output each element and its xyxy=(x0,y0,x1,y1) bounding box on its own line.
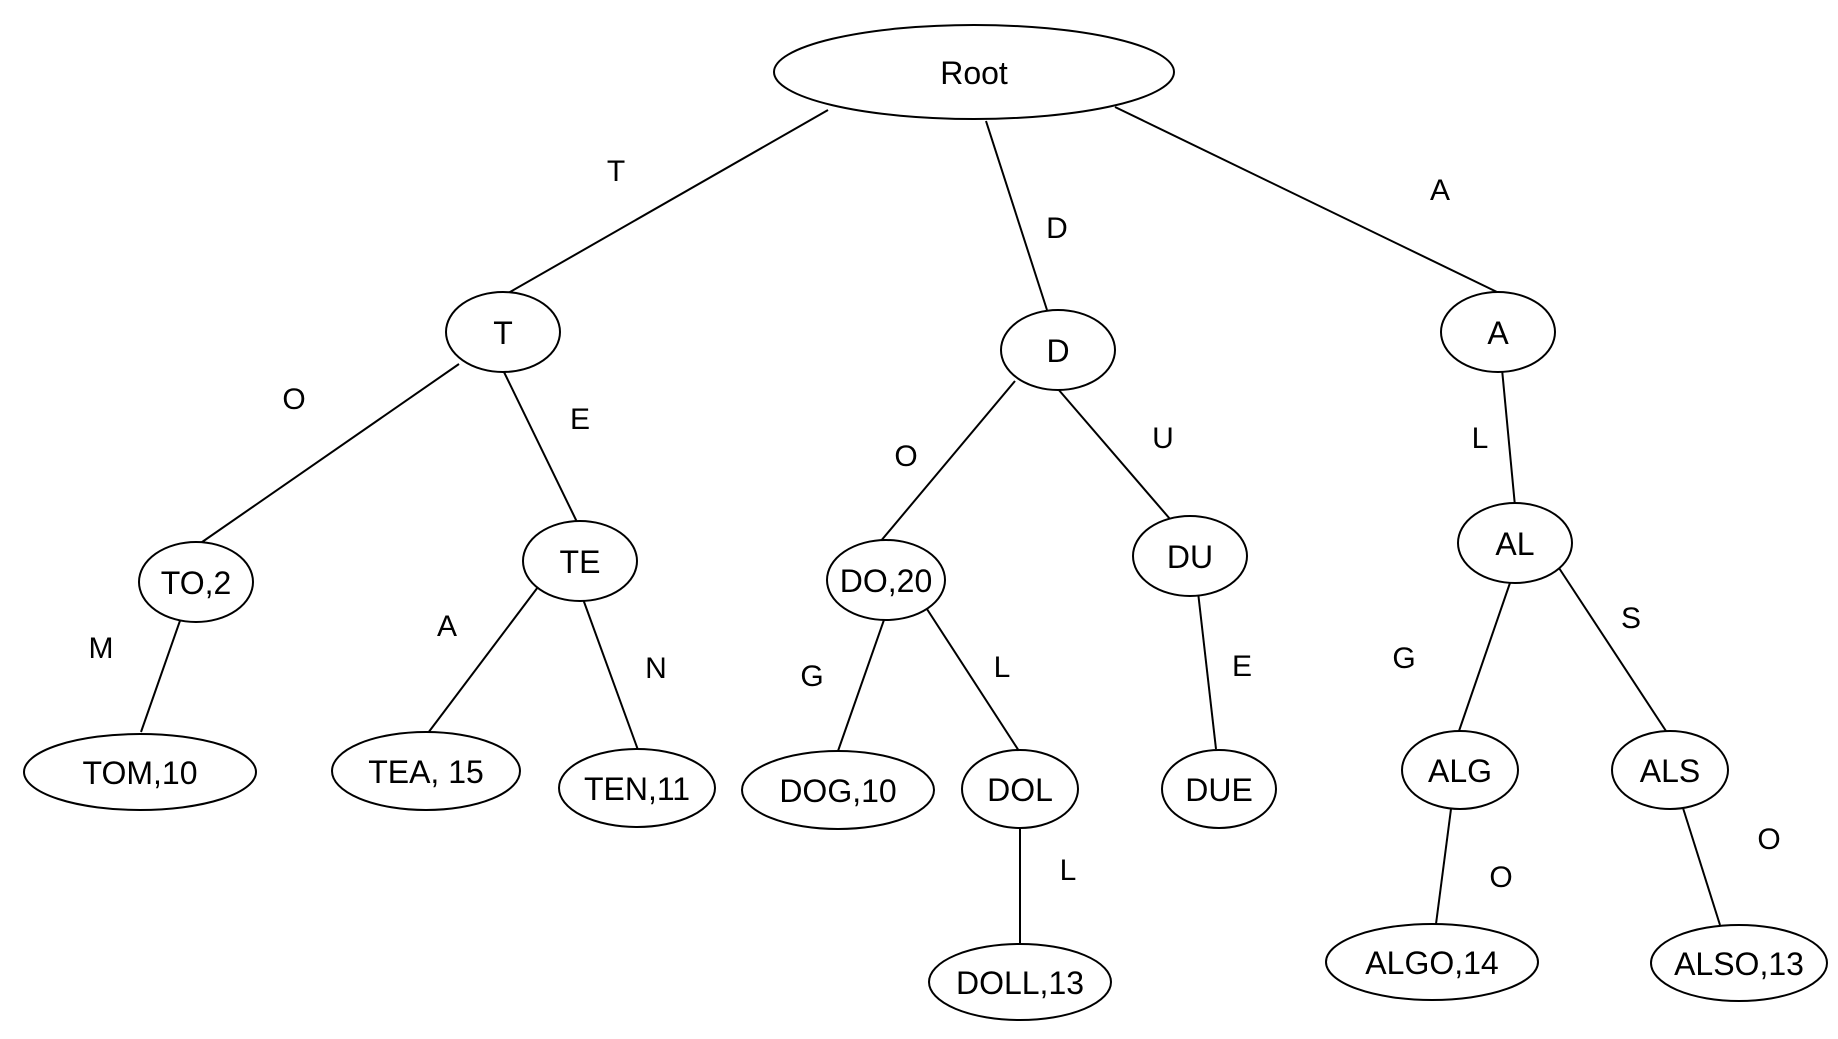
node-label-also: ALSO,13 xyxy=(1674,946,1804,982)
edge-label-dol-doll: L xyxy=(1060,854,1077,887)
node-tea: TEA, 15 xyxy=(331,731,521,811)
node-tom: TOM,10 xyxy=(23,733,257,811)
nodes: Root T D A TO,2 TE DO,20 DU xyxy=(23,24,1828,1021)
edge-label-a-al: L xyxy=(1472,422,1489,455)
node-also: ALSO,13 xyxy=(1650,924,1828,1002)
edge-label-do-dog: G xyxy=(800,660,823,693)
node-label-als: ALS xyxy=(1640,753,1700,789)
node-to: TO,2 xyxy=(138,541,254,623)
edge-t-to xyxy=(191,363,460,550)
node-dog: DOG,10 xyxy=(741,750,935,830)
node-label-do: DO,20 xyxy=(840,563,932,599)
node-label-algo: ALGO,14 xyxy=(1365,945,1498,981)
node-label-tom: TOM,10 xyxy=(83,755,198,791)
node-ten: TEN,11 xyxy=(558,748,716,828)
edge-root-d xyxy=(985,120,1048,311)
edge-root-t xyxy=(502,109,829,297)
edge-label-al-als: S xyxy=(1621,602,1641,635)
edge-label-to-tom: M xyxy=(89,632,114,665)
node-label-te: TE xyxy=(560,544,601,580)
node-al: AL xyxy=(1457,502,1573,584)
edge-label-t-te: E xyxy=(570,403,590,436)
edge-label-d-du: U xyxy=(1152,422,1174,455)
node-label-t: T xyxy=(493,315,513,351)
edge-label-alg-algo: O xyxy=(1489,861,1512,894)
node-dol: DOL xyxy=(961,749,1079,829)
edge-d-do xyxy=(879,380,1016,543)
node-label-a: A xyxy=(1487,315,1509,351)
edge-a-al xyxy=(1501,368,1516,507)
node-te: TE xyxy=(522,520,638,602)
edge-alg-algo xyxy=(1435,808,1452,925)
node-label-dol: DOL xyxy=(987,772,1053,808)
node-doll: DOLL,13 xyxy=(928,943,1112,1021)
node-d: D xyxy=(1000,309,1116,391)
node-root: Root xyxy=(773,24,1175,120)
node-label-to: TO,2 xyxy=(161,565,232,601)
edge-do-dol xyxy=(924,605,1020,752)
edge-to-tom xyxy=(140,614,183,733)
node-t: T xyxy=(445,291,561,373)
edge-label-do-dol: L xyxy=(994,651,1011,684)
node-label-root: Root xyxy=(940,55,1008,91)
edges xyxy=(140,106,1721,944)
node-label-tea: TEA, 15 xyxy=(368,754,484,790)
edge-te-tea xyxy=(427,586,539,734)
node-a: A xyxy=(1440,291,1556,373)
edge-do-dog xyxy=(837,616,886,752)
node-do: DO,20 xyxy=(826,539,946,621)
node-label-due: DUE xyxy=(1185,772,1253,808)
edge-label-d-do: O xyxy=(894,440,917,473)
node-du: DU xyxy=(1132,515,1248,597)
node-label-dog: DOG,10 xyxy=(779,773,896,809)
edge-label-als-also: O xyxy=(1757,823,1780,856)
node-als: ALS xyxy=(1611,730,1729,810)
edge-du-due xyxy=(1197,591,1217,750)
node-algo: ALGO,14 xyxy=(1325,923,1539,1001)
edge-label-root-t: T xyxy=(607,155,625,188)
edge-t-te xyxy=(502,369,578,523)
node-alg: ALG xyxy=(1401,730,1519,810)
node-label-al: AL xyxy=(1495,526,1534,562)
edge-label-al-alg: G xyxy=(1392,642,1415,675)
node-label-doll: DOLL,13 xyxy=(956,965,1084,1001)
node-label-du: DU xyxy=(1167,539,1213,575)
edge-al-als xyxy=(1558,567,1667,732)
node-due: DUE xyxy=(1161,749,1277,829)
edge-root-a xyxy=(1114,106,1498,293)
edge-te-ten xyxy=(582,598,639,751)
edge-label-root-a: A xyxy=(1430,174,1450,207)
node-label-alg: ALG xyxy=(1428,753,1492,789)
node-label-d: D xyxy=(1046,333,1069,369)
edge-label-root-d: D xyxy=(1046,212,1068,245)
edge-labels: T D A O E O U L M A N G L E G S L O O xyxy=(89,155,1781,894)
edge-als-also xyxy=(1682,807,1721,926)
node-label-ten: TEN,11 xyxy=(584,771,690,807)
edge-label-t-to: O xyxy=(282,383,305,416)
edge-label-te-ten: N xyxy=(645,652,667,685)
edge-d-du xyxy=(1057,388,1171,520)
edge-label-te-tea: A xyxy=(437,610,457,643)
edge-al-alg xyxy=(1458,579,1512,732)
edge-label-du-due: E xyxy=(1232,650,1252,683)
